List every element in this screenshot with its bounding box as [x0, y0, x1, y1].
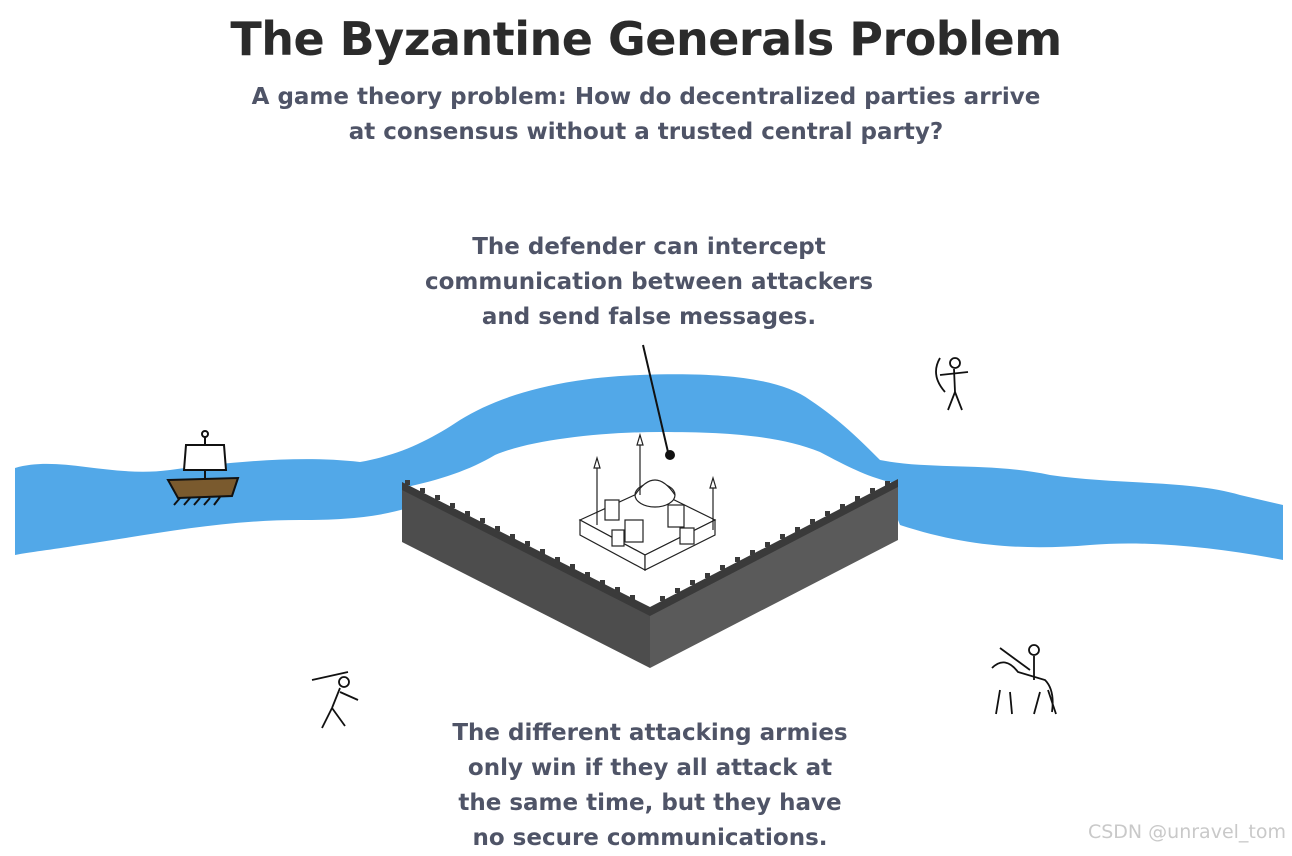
defender-pointer	[642, 344, 675, 460]
river	[15, 374, 1283, 560]
spearman-icon	[311, 671, 359, 729]
page-subtitle: A game theory problem: How do decentrali…	[251, 84, 1041, 145]
knight-icon	[991, 644, 1057, 715]
page-title: The Byzantine Generals Problem	[230, 12, 1062, 66]
city-walls	[402, 479, 898, 668]
defender-note: The defender can intercept communication…	[424, 234, 874, 330]
city-icon	[578, 432, 717, 572]
ship-icon	[166, 430, 240, 506]
watermark: CSDN @unravel_tom	[1087, 821, 1286, 843]
armies-note: The different attacking armies only win …	[452, 720, 848, 851]
archer-icon	[935, 357, 969, 411]
